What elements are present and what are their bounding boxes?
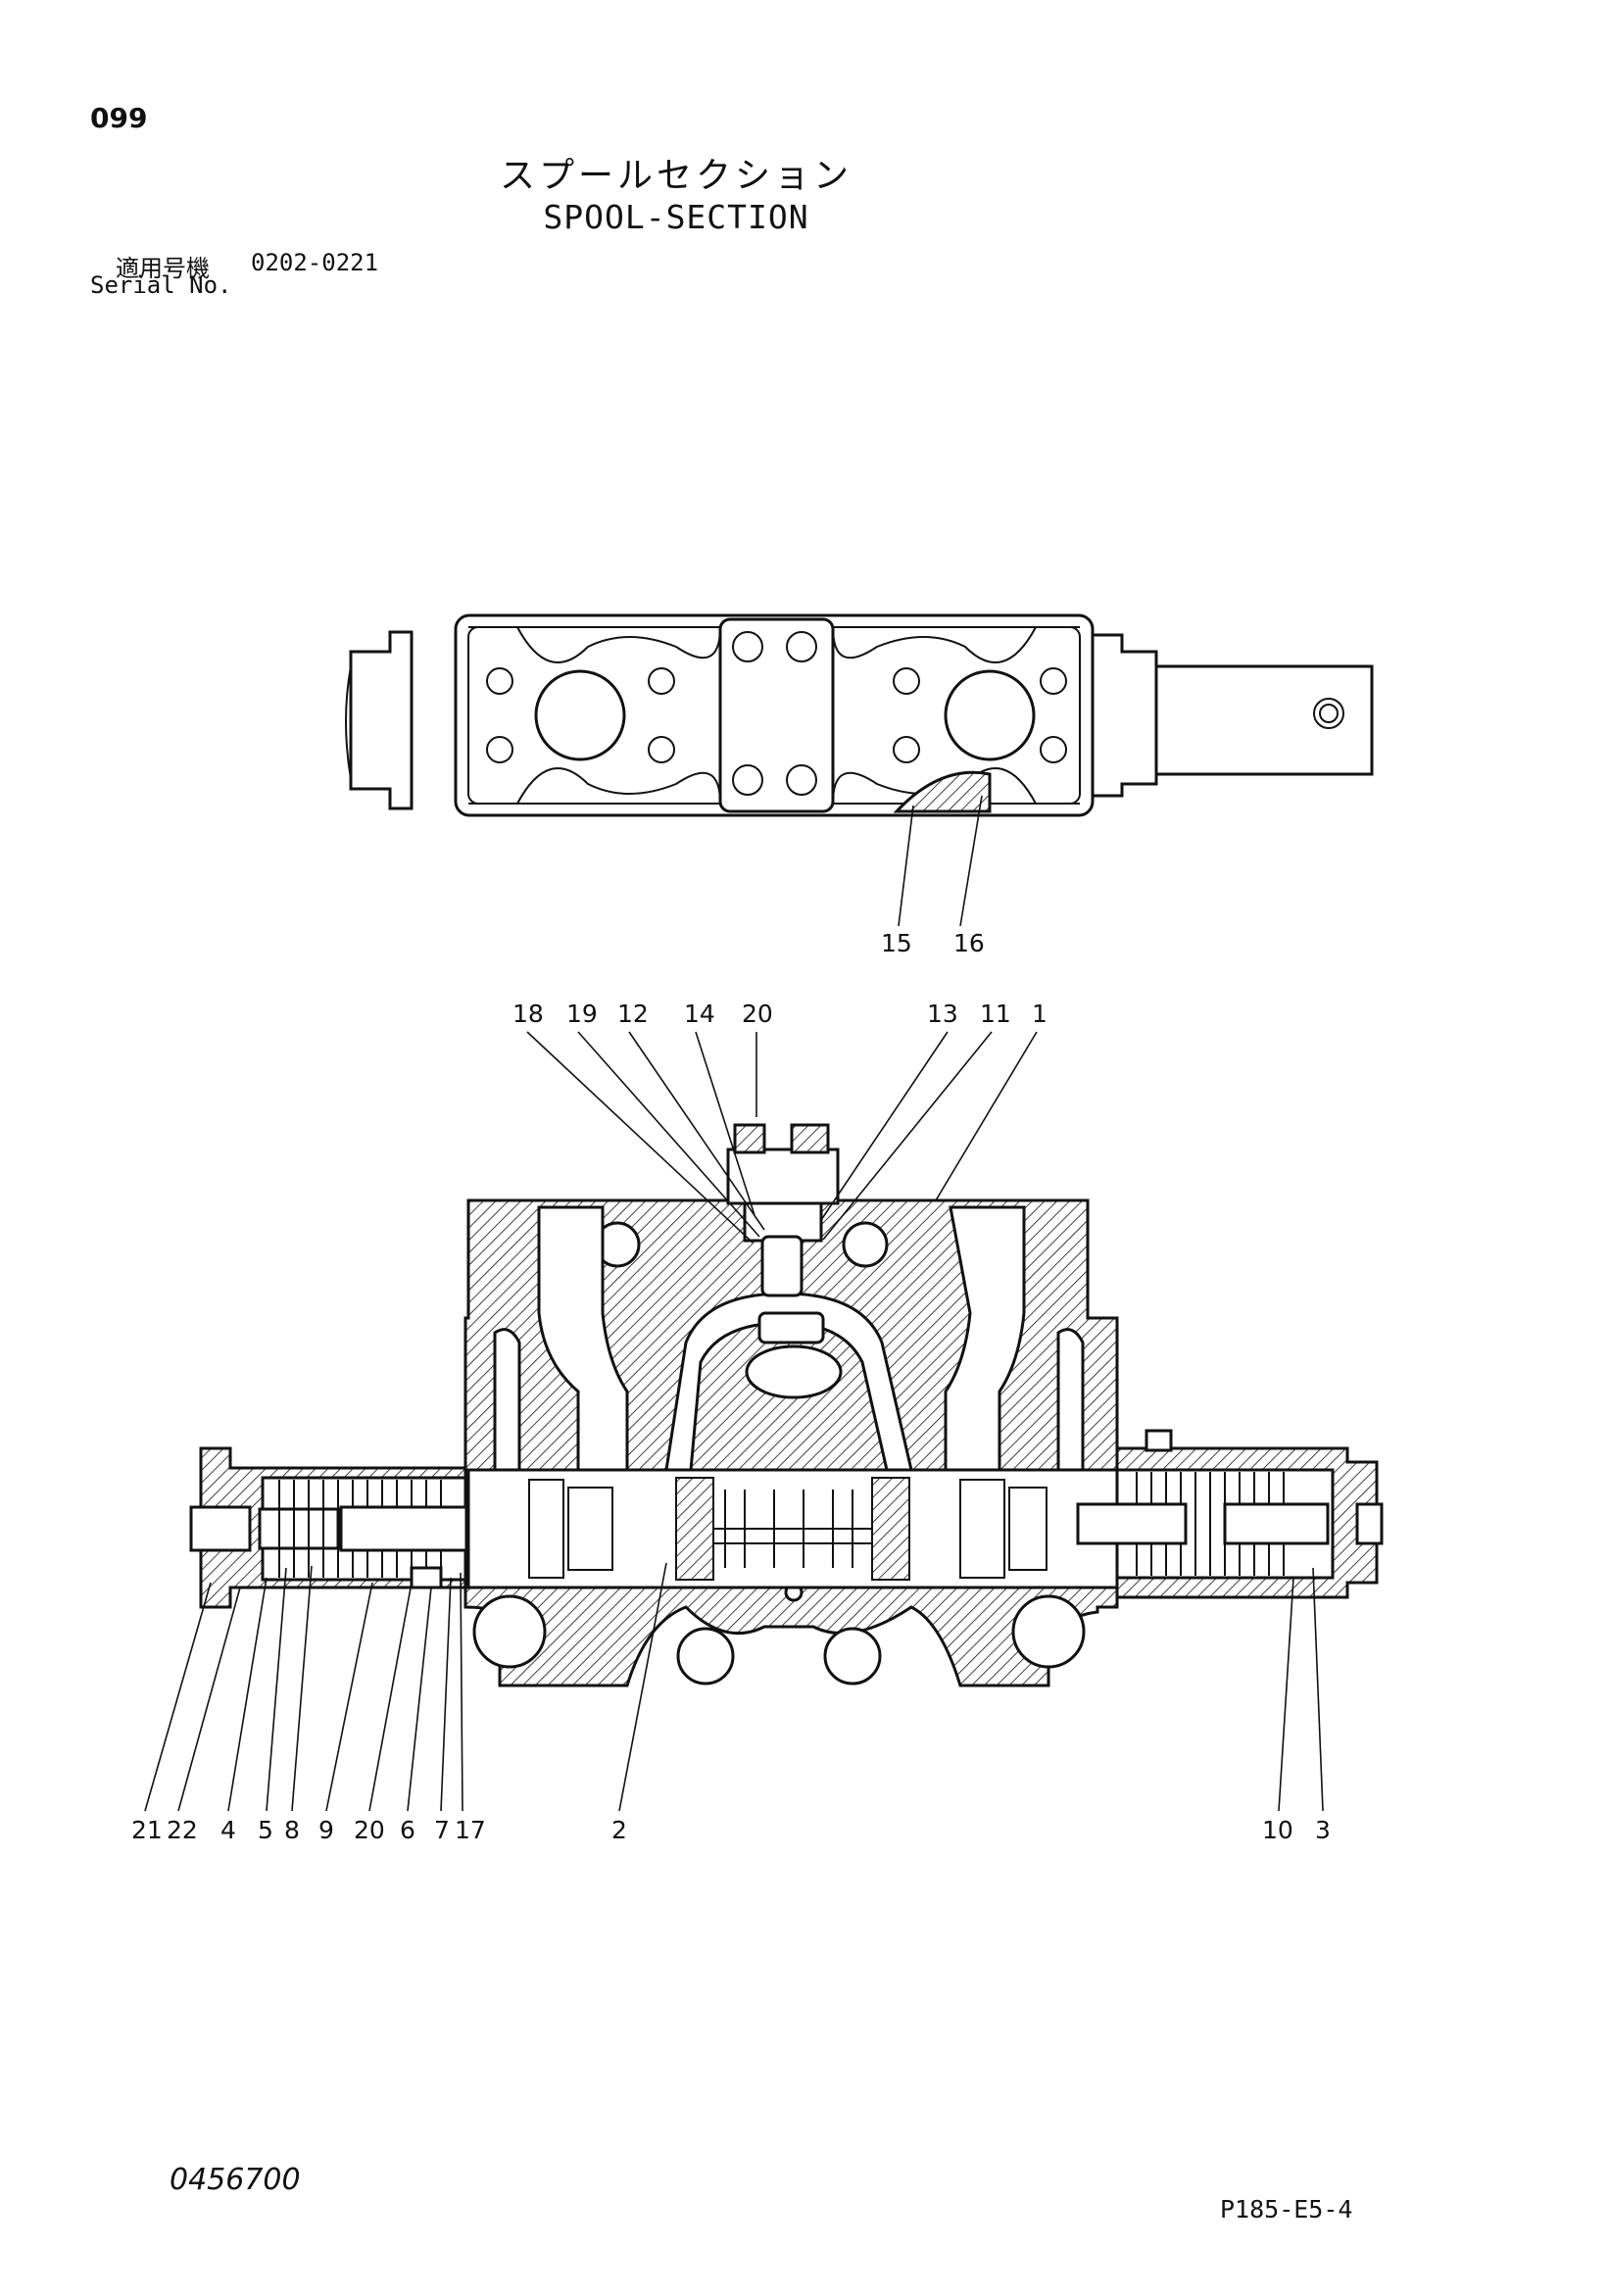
callout-6: 6 xyxy=(400,1816,415,1844)
serial-label-japanese: 適用号機 xyxy=(116,255,210,282)
page-title-japanese: スプールセクション xyxy=(499,156,853,196)
callout-22: 22 xyxy=(167,1816,198,1844)
lower-leaders xyxy=(144,1562,1324,1812)
section-view xyxy=(189,1123,1384,1687)
callout-8: 8 xyxy=(284,1816,300,1844)
callout-20: 20 xyxy=(742,1000,773,1028)
callout-10: 10 xyxy=(1262,1816,1293,1844)
callout-4: 4 xyxy=(220,1816,236,1844)
callout-15: 15 xyxy=(881,929,912,957)
callout-7: 7 xyxy=(434,1816,450,1844)
callout-12: 12 xyxy=(617,1000,649,1028)
top-view xyxy=(345,613,1374,927)
upper-leaders xyxy=(526,1031,1038,1244)
page-reference: P185-E5-4 xyxy=(1220,2195,1353,2223)
page-number: 099 xyxy=(90,102,148,134)
callout-16: 16 xyxy=(953,929,985,957)
serial-label-english: Serial No. xyxy=(90,271,232,299)
callout-3: 3 xyxy=(1315,1816,1331,1844)
callout-20-lower: 20 xyxy=(354,1816,385,1844)
callout-14: 14 xyxy=(684,1000,715,1028)
callout-1: 1 xyxy=(1032,1000,1048,1028)
page-title-english: SPOOL-SECTION xyxy=(543,198,809,236)
callout-13: 13 xyxy=(927,1000,958,1028)
callout-19: 19 xyxy=(566,1000,598,1028)
callout-5: 5 xyxy=(258,1816,273,1844)
callout-21: 21 xyxy=(131,1816,163,1844)
callout-18: 18 xyxy=(512,1000,544,1028)
callout-9: 9 xyxy=(318,1816,334,1844)
callout-17: 17 xyxy=(455,1816,486,1844)
document-number: 0456700 xyxy=(170,2163,301,2197)
callout-2: 2 xyxy=(611,1816,627,1844)
serial-range: 0202-0221 xyxy=(251,249,379,276)
callout-11: 11 xyxy=(980,1000,1011,1028)
